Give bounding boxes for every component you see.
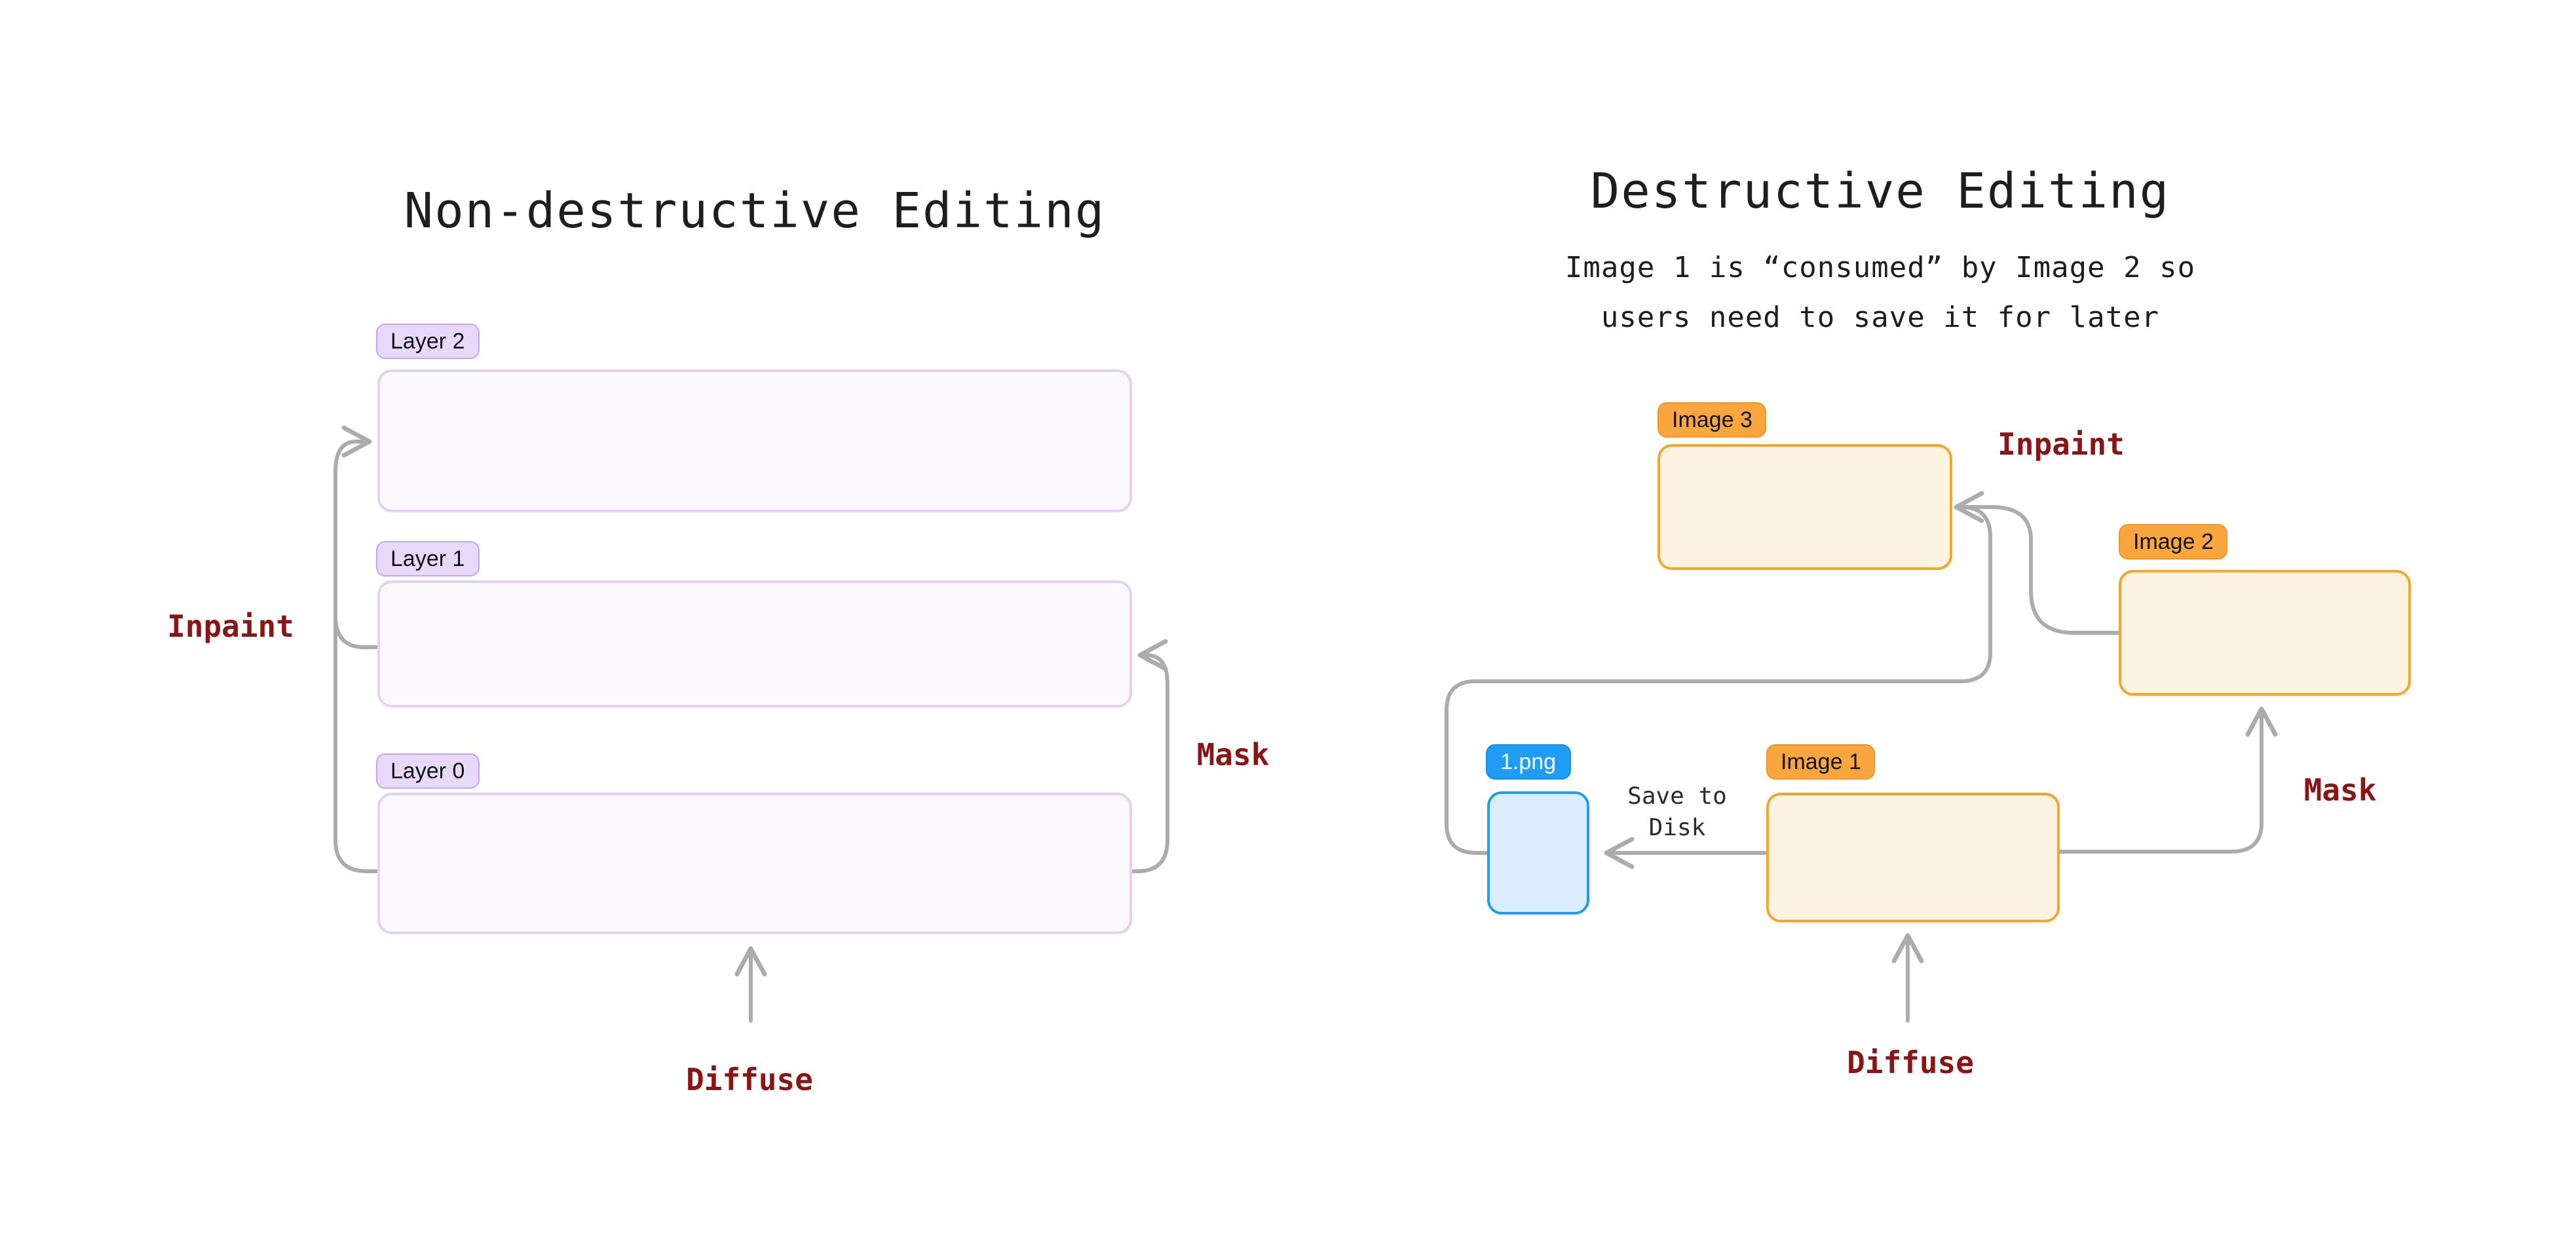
image-3-box	[1657, 444, 1952, 570]
right-inpaint-label: Inpaint	[1998, 428, 2125, 463]
right-diagram-subtitle-line1: Image 1 is “consumed” by Image 2 so	[1564, 252, 2196, 285]
right-diagram-title: Destructive Editing	[1590, 163, 2170, 219]
layer-1-box	[377, 580, 1132, 708]
left-inpaint-label: Inpaint	[167, 611, 294, 645]
right-mask-arrow	[2058, 706, 2278, 854]
layer-1-badge: Layer 1	[376, 541, 480, 576]
layer-2-box	[377, 369, 1132, 512]
image-3-badge: Image 3	[1657, 402, 1767, 438]
right-diagram-subtitle-line2: users need to save it for later	[1601, 302, 2160, 335]
left-diagram-title: Non-destructive Editing	[404, 183, 1106, 239]
file-1png-box	[1487, 791, 1589, 915]
left-inpaint-branch	[333, 614, 379, 649]
layer-0-badge: Layer 0	[376, 753, 480, 789]
file-1png-badge: 1.png	[1486, 744, 1571, 780]
image-2-badge: Image 2	[2119, 524, 2228, 559]
left-inpaint-arrow	[333, 425, 379, 873]
left-diffuse-label: Diffuse	[686, 1064, 813, 1098]
right-mask-label: Mask	[2303, 774, 2377, 808]
right-inpaint-arrow-from-image2	[1963, 505, 2121, 635]
save-to-disk-label-line2: Disk	[1648, 814, 1706, 842]
image-1-badge: Image 1	[1766, 744, 1876, 780]
layer-0-box	[377, 793, 1132, 934]
layer-2-badge: Layer 2	[376, 324, 480, 359]
image-1-box	[1766, 793, 2060, 922]
left-mask-label: Mask	[1196, 739, 1270, 773]
left-mask-arrow	[1130, 639, 1169, 873]
image-2-box	[2119, 570, 2411, 696]
right-diffuse-label: Diffuse	[1847, 1047, 1974, 1081]
save-to-disk-label-line1: Save to	[1627, 783, 1727, 810]
